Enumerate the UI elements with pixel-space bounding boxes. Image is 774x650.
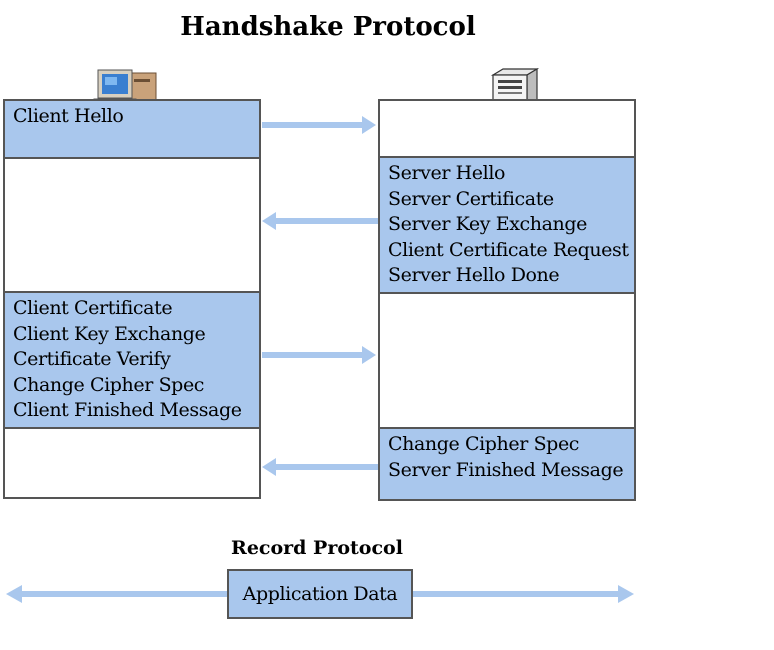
server-message: Server Finished Message xyxy=(388,458,624,481)
server-message: Client Certificate Request xyxy=(388,238,629,261)
arrow-right-icon xyxy=(413,585,634,603)
client-message: Certificate Verify xyxy=(13,348,171,370)
client-message: Change Cipher Spec xyxy=(13,373,205,396)
server-message: Server Certificate xyxy=(388,187,554,210)
server-message-group-finished: Change Cipher Spec Server Finished Messa… xyxy=(378,427,636,501)
arrow-left-icon xyxy=(6,585,227,603)
arrow-right-icon xyxy=(262,116,376,134)
client-message-group-hello: Client Hello xyxy=(3,99,261,159)
handshake-protocol-title: Handshake Protocol xyxy=(180,12,476,42)
server-message: Change Cipher Spec xyxy=(388,433,580,455)
arrow-left-icon xyxy=(262,212,378,230)
application-data-box: Application Data xyxy=(227,569,413,619)
server-column: Server Hello Server Certificate Server K… xyxy=(378,99,636,501)
client-message: Client Hello xyxy=(13,105,124,127)
client-message: Client Finished Message xyxy=(13,399,242,421)
server-message: Server Hello Done xyxy=(388,264,560,286)
server-message-group-hello: Server Hello Server Certificate Server K… xyxy=(378,156,636,294)
server-message: Server Hello xyxy=(388,162,506,184)
record-protocol-title: Record Protocol xyxy=(231,537,403,559)
computer-icon xyxy=(93,69,157,108)
client-message: Client Certificate xyxy=(13,297,173,319)
arrow-left-icon xyxy=(262,458,378,476)
server-message: Server Key Exchange xyxy=(388,213,587,235)
arrow-right-icon xyxy=(262,346,376,364)
client-column: Client Hello Client Certificate Client K… xyxy=(3,99,261,499)
client-message: Client Key Exchange xyxy=(13,322,206,345)
client-message-group-key-exchange: Client Certificate Client Key Exchange C… xyxy=(3,291,261,429)
